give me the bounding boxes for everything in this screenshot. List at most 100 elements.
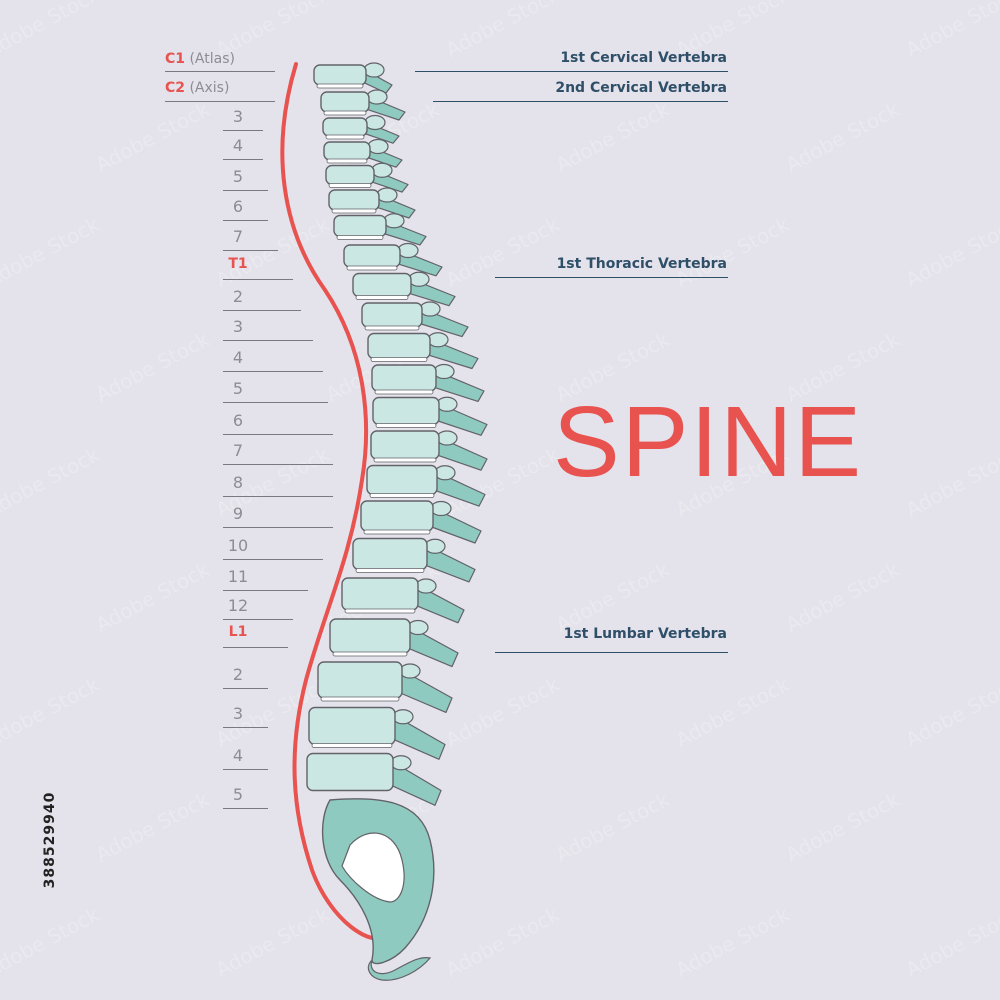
vertebral-body [343,244,401,268]
vertebra-number-underline [223,619,293,620]
vertebral-body [372,396,440,426]
facet-joint [366,89,388,105]
vertebra-number-underline [223,371,323,372]
c1-underline [165,71,275,72]
vertebra-number-6: 6 [232,197,244,216]
vertebral-body [361,302,423,328]
intervertebral-disc [332,651,408,657]
intervertebral-disc [373,457,437,463]
vertebra-number-18: 11 [227,567,249,586]
intervertebral-disc [320,696,400,702]
vertebra-number-underline [223,769,268,770]
facet-joint [419,301,441,317]
vertebral-body [366,464,438,496]
vertebra-number-11: 4 [232,348,244,367]
vertebra-number-underline [223,496,333,497]
spinal-curve-line [280,62,392,941]
vertebral-body [367,332,431,360]
vertebral-body [371,364,437,392]
facet-joint [424,538,446,554]
vertebral-body [306,752,394,792]
vertebral-body [329,618,411,654]
intervertebral-disc [326,158,368,164]
page-title: SPINE [553,386,864,498]
vertebral-body [360,500,434,532]
intervertebral-disc [323,110,367,116]
intervertebral-disc [346,265,398,271]
right-line-l1 [495,652,728,653]
intervertebral-disc [311,743,393,748]
right-line-c1 [415,71,728,72]
facet-joint [436,430,458,446]
vertebra-number-underline [223,250,278,251]
vertebral-body [325,164,375,186]
vertebral-body [308,706,396,746]
facet-joint [383,213,405,229]
facet-joint [433,363,455,380]
intervertebral-disc [344,608,416,614]
facet-joint [399,663,421,679]
vertebra-number-4: 4 [232,136,244,155]
vertebral-body [323,141,371,161]
facet-joint [390,755,412,771]
intervertebral-disc [355,295,409,300]
vertebra-number-23: 4 [232,746,244,765]
vertebra-number-underline [223,340,313,341]
right-label-c1: 1st Cervical Vertebra [560,50,727,66]
vertebra-number-5: 5 [232,167,244,186]
facet-joint [376,187,398,203]
intervertebral-disc [375,423,437,428]
vertebra-number-underline [223,402,328,403]
vertebra-number-underline [223,727,268,728]
right-line-t1 [495,277,728,278]
intervertebral-disc [355,568,425,573]
vertebral-body [352,272,412,298]
vertebral-body [341,577,419,611]
c1-label: C1 (Atlas) [165,51,235,67]
vertebra-number-underline [223,527,333,528]
intervertebral-disc [364,325,420,331]
vertebra-number-underline [223,130,263,131]
intervertebral-disc [363,529,431,535]
c1-name: (Atlas) [189,51,235,67]
vertebra-number-7: 7 [232,227,244,246]
vertebra-number-underline [223,310,301,311]
vertebra-number-underline [223,434,333,435]
facet-joint [364,114,386,131]
vertebral-body [317,661,403,699]
vertebra-number-14: 7 [232,441,244,460]
vertebra-number-underline [223,559,323,560]
intervertebral-disc [331,208,377,214]
facet-joint [371,162,393,178]
facet-joint [436,396,458,412]
vertebra-number-3: 3 [232,107,244,126]
vertebra-number-10: 3 [232,317,244,336]
facet-joint [434,465,456,481]
intervertebral-disc [369,493,435,498]
facet-joint [367,138,389,155]
vertebra-number-19: 12 [227,596,249,615]
facet-joint [392,709,414,725]
facet-joint [415,578,437,594]
vertebra-number-underline [223,190,268,191]
vertebra-number-underline [223,464,333,465]
vertebrae-group [306,62,488,981]
vertebral-body [322,117,368,137]
facet-joint [408,271,430,287]
coccyx [367,957,432,981]
vertebra-number-9: 2 [232,287,244,306]
vertebral-body [333,214,387,238]
intervertebral-disc [336,235,384,240]
facet-joint [430,500,452,517]
vertebral-body [320,91,370,113]
vertebra-number-12: 5 [232,379,244,398]
vertebral-body [352,537,428,571]
vertebra-number-8: T1 [228,256,248,272]
right-line-c2 [433,101,728,102]
c1-code: C1 [165,51,186,67]
vertebra-number-17: 10 [227,536,249,555]
vertebra-number-underline [223,808,268,809]
vertebra-number-20: L1 [228,624,248,640]
